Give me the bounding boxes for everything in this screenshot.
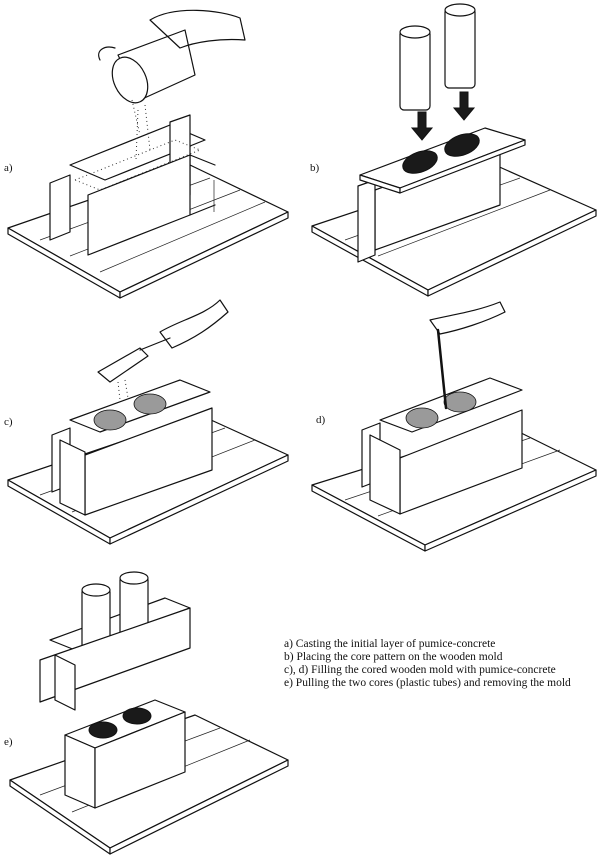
illustration-filling-mold-c — [7, 299, 289, 545]
panel-c: c) — [0, 290, 290, 550]
legend-item: e) Pulling the two cores (plastic tubes)… — [284, 677, 571, 689]
legend-item: b) Placing the core pattern on the woode… — [284, 651, 503, 663]
core-hole-left — [402, 150, 438, 174]
mold-end-left — [357, 179, 376, 263]
legend-item: c), d) Filling the cored wooden mold wit… — [284, 664, 556, 676]
block-hole-left — [88, 721, 118, 739]
core-hole-right — [444, 133, 480, 157]
trowel — [97, 347, 149, 383]
illustration-filling-mold-d — [311, 301, 597, 552]
core-left — [405, 407, 439, 429]
panel-c-label: c) — [4, 416, 13, 428]
illustration-pulling-cores — [9, 571, 289, 855]
core-left — [93, 409, 127, 431]
caption-legend: a) Casting the initial layer of pumice-c… — [284, 638, 584, 690]
panel-d-label: d) — [316, 414, 326, 426]
core-right — [133, 393, 167, 415]
panel-e-label: e) — [4, 736, 13, 748]
tamping-rod — [436, 328, 448, 410]
panel-a-label: a) — [4, 162, 13, 174]
panel-b-label: b) — [310, 162, 320, 174]
illustration-casting-initial-layer — [7, 9, 289, 299]
hand-holding-bucket — [149, 9, 246, 49]
block-hole-right — [122, 707, 152, 725]
panel-d: d) — [300, 290, 599, 560]
panel-a: a) — [0, 0, 290, 300]
panel-e: e) — [0, 570, 290, 868]
core-right — [443, 391, 477, 413]
arrow-down-icon — [452, 91, 476, 121]
legend-item: a) Casting the initial layer of pumice-c… — [284, 638, 496, 650]
hand — [159, 299, 229, 349]
hand — [429, 301, 506, 335]
illustration-placing-core-pattern — [311, 3, 597, 297]
panel-b: b) — [300, 0, 599, 300]
arrow-down-icon — [410, 111, 434, 141]
plastic-tube-left — [399, 29, 431, 111]
lifted-mold-front — [39, 607, 191, 703]
plastic-tube-right — [444, 7, 476, 89]
mold-end-left — [49, 174, 71, 241]
